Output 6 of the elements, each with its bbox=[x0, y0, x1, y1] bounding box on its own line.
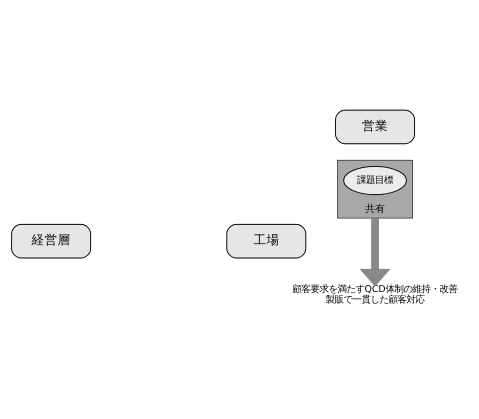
node-text: 顧客要求を満たすQCD体制の維持・改善 製販で一貫した顧客対応 bbox=[292, 284, 458, 306]
node-ellipse: 課題目標 bbox=[343, 166, 407, 196]
node-box: 工場 bbox=[226, 224, 306, 258]
node-box: 営業 bbox=[335, 110, 416, 144]
arrow bbox=[360, 218, 391, 287]
node-box: 経営層 bbox=[11, 224, 92, 258]
